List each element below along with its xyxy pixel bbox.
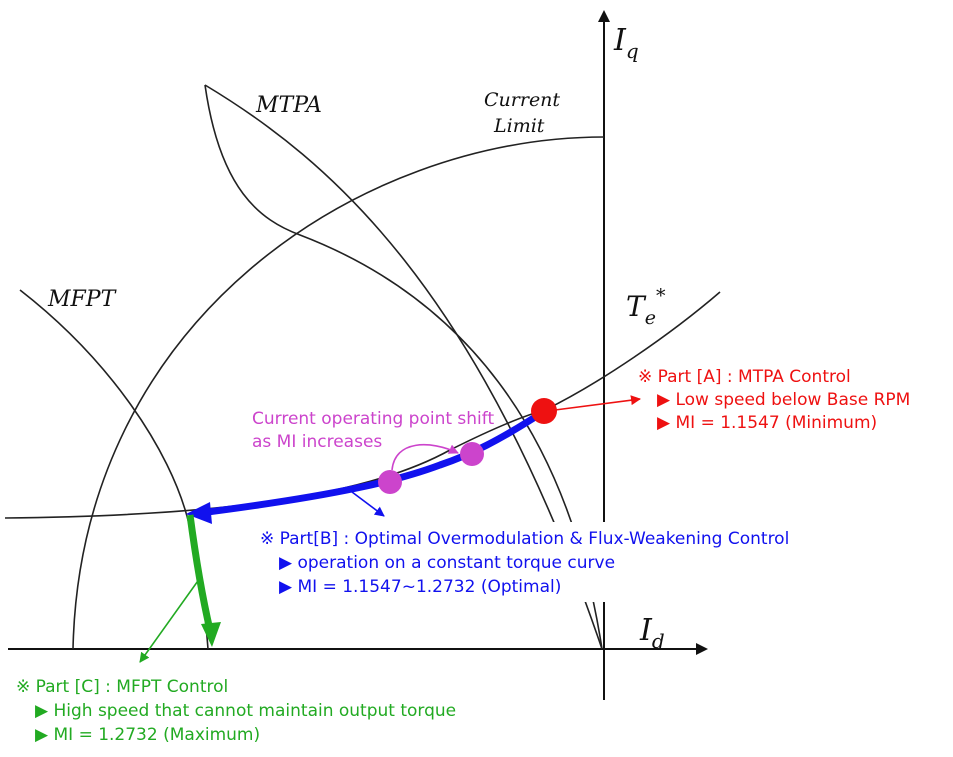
part-a-operating-point bbox=[531, 398, 557, 424]
voltage-limit-ellipse bbox=[204, 84, 603, 650]
part-b-item-1: ▶ operation on a constant torque curve bbox=[279, 553, 615, 573]
part-a-pointer bbox=[554, 395, 641, 411]
current-limit-label-line2: Limit bbox=[493, 115, 545, 137]
shift-note-line2: as MI increases bbox=[252, 432, 382, 452]
part-b-item-2: ▶ MI = 1.1547~1.2732 (Optimal) bbox=[279, 577, 561, 597]
part-b-label-backdrop bbox=[258, 522, 864, 602]
mfpt-curve bbox=[19, 289, 209, 650]
shift-point-1 bbox=[460, 442, 484, 466]
part-c-title: ※ Part [C] : MFPT Control bbox=[16, 677, 228, 697]
id-axis-label: Id bbox=[639, 613, 665, 653]
part-a-item-1: ▶ Low speed below Base RPM bbox=[657, 390, 910, 410]
iq-axis-label: Iq bbox=[613, 23, 639, 63]
part-c-pointer bbox=[139, 577, 201, 663]
mfpt-label: MFPT bbox=[47, 287, 118, 312]
part-c-item-1: ▶ High speed that cannot maintain output… bbox=[35, 701, 456, 721]
torque-label: Te* bbox=[626, 285, 666, 329]
part-c-path bbox=[186, 514, 214, 631]
part-b-path bbox=[199, 409, 545, 517]
part-b-title: ※ Part[B] : Optimal Overmodulation & Flu… bbox=[260, 529, 789, 549]
shift-point-2 bbox=[378, 470, 402, 494]
shift-note-line1: Current operating point shift bbox=[252, 409, 494, 429]
part-b-pointer bbox=[351, 491, 385, 517]
part-a-item-2: ▶ MI = 1.1547 (Minimum) bbox=[657, 413, 877, 433]
part-c-item-2: ▶ MI = 1.2732 (Maximum) bbox=[35, 725, 260, 745]
mtpa-curve bbox=[204, 84, 603, 650]
part-c-arrowhead bbox=[201, 622, 221, 647]
mtpa-label: MTPA bbox=[255, 93, 322, 118]
current-limit-label-line1: Current bbox=[484, 89, 560, 111]
part-b-arrowhead bbox=[186, 502, 212, 524]
part-a-title: ※ Part [A] : MTPA Control bbox=[638, 367, 851, 387]
shift-note-arrow bbox=[391, 443, 459, 471]
